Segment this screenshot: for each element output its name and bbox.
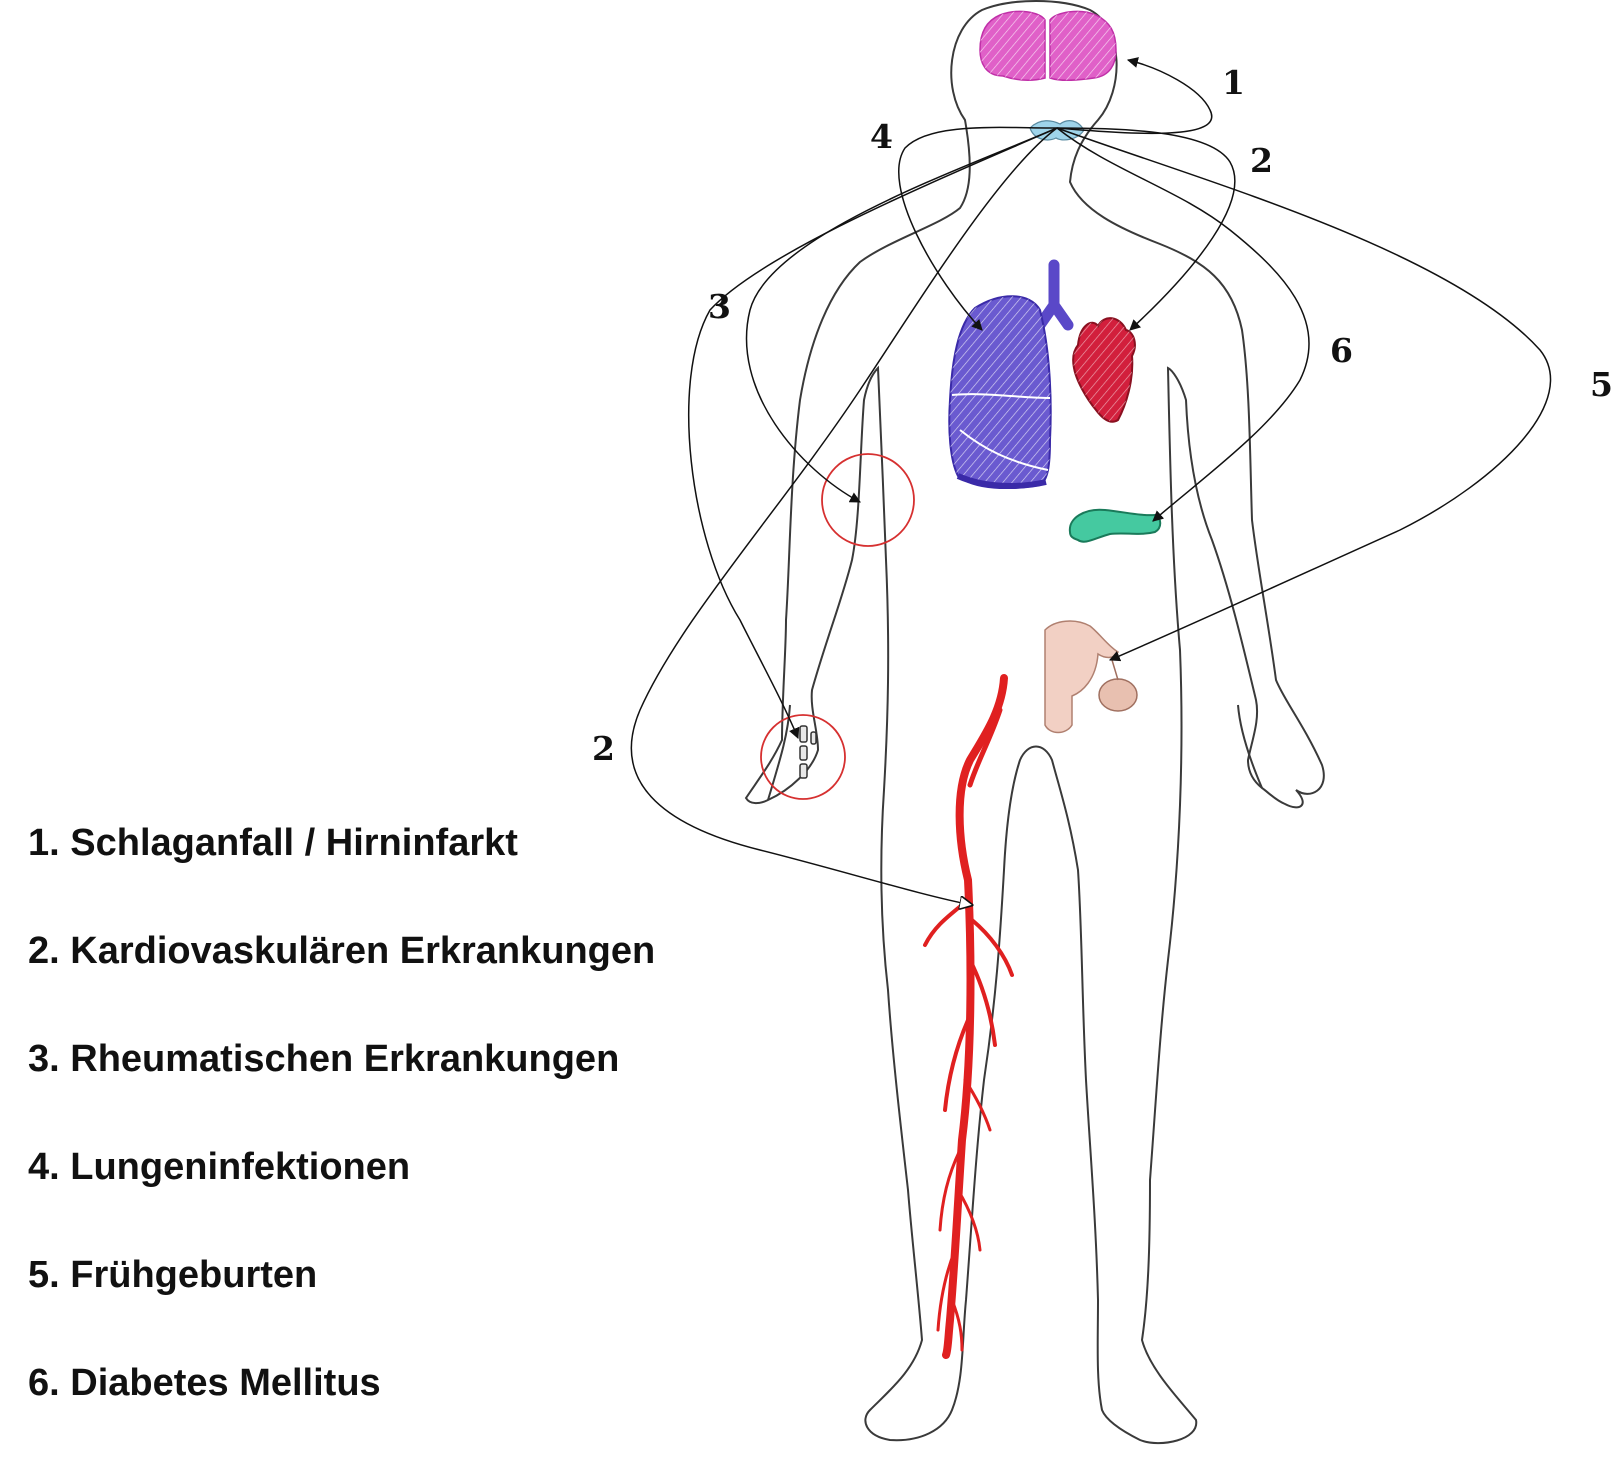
legend-item-5: 5. Frühgeburten — [28, 1254, 318, 1296]
lungs — [948, 295, 1052, 490]
callout-joints: 3 — [708, 287, 731, 326]
elbow-highlight-circle — [821, 453, 915, 547]
legend-item-4: 4. Lungeninfektionen — [28, 1146, 411, 1188]
hand-highlight-circle — [760, 714, 846, 800]
callout-brain: 1 — [1222, 63, 1245, 102]
legend-item-2: 2. Kardiovaskulären Erkrankungen — [28, 930, 656, 972]
legend: 1. Schlaganfall / Hirninfarkt 2. Kardiov… — [28, 820, 728, 1468]
callout-lungs: 4 — [870, 117, 893, 156]
arrow-1-brain — [1056, 57, 1213, 135]
legend-item-3: 3. Rheumatischen Erkrankungen — [28, 1038, 620, 1080]
arrow-4-lungs — [898, 126, 1058, 331]
leg-artery — [923, 674, 1014, 1359]
body-outline — [744, 0, 1325, 1444]
heart — [1072, 317, 1136, 423]
arrow-3-elbow — [745, 127, 1058, 503]
trachea — [1034, 259, 1074, 331]
callout-uterus: 5 — [1590, 365, 1613, 404]
callout-pancreas: 6 — [1330, 331, 1353, 370]
pancreas — [1068, 508, 1162, 543]
uterus — [1044, 620, 1138, 734]
finger-joints — [799, 725, 817, 779]
callout-leg: 2 — [592, 729, 615, 768]
legend-item-1: 1. Schlaganfall / Hirninfarkt — [28, 822, 518, 864]
arrow-5-uterus — [1056, 127, 1552, 662]
arrows — [630, 57, 1552, 905]
arrow-3-hand — [687, 127, 1058, 740]
brain — [979, 10, 1117, 82]
arrow-6-pancreas — [1056, 127, 1310, 522]
arrow-2-leg — [630, 127, 1058, 905]
arrow-2-heart — [1056, 127, 1236, 331]
callout-heart: 2 — [1250, 141, 1273, 180]
legend-item-6: 6. Diabetes Mellitus — [28, 1362, 381, 1404]
